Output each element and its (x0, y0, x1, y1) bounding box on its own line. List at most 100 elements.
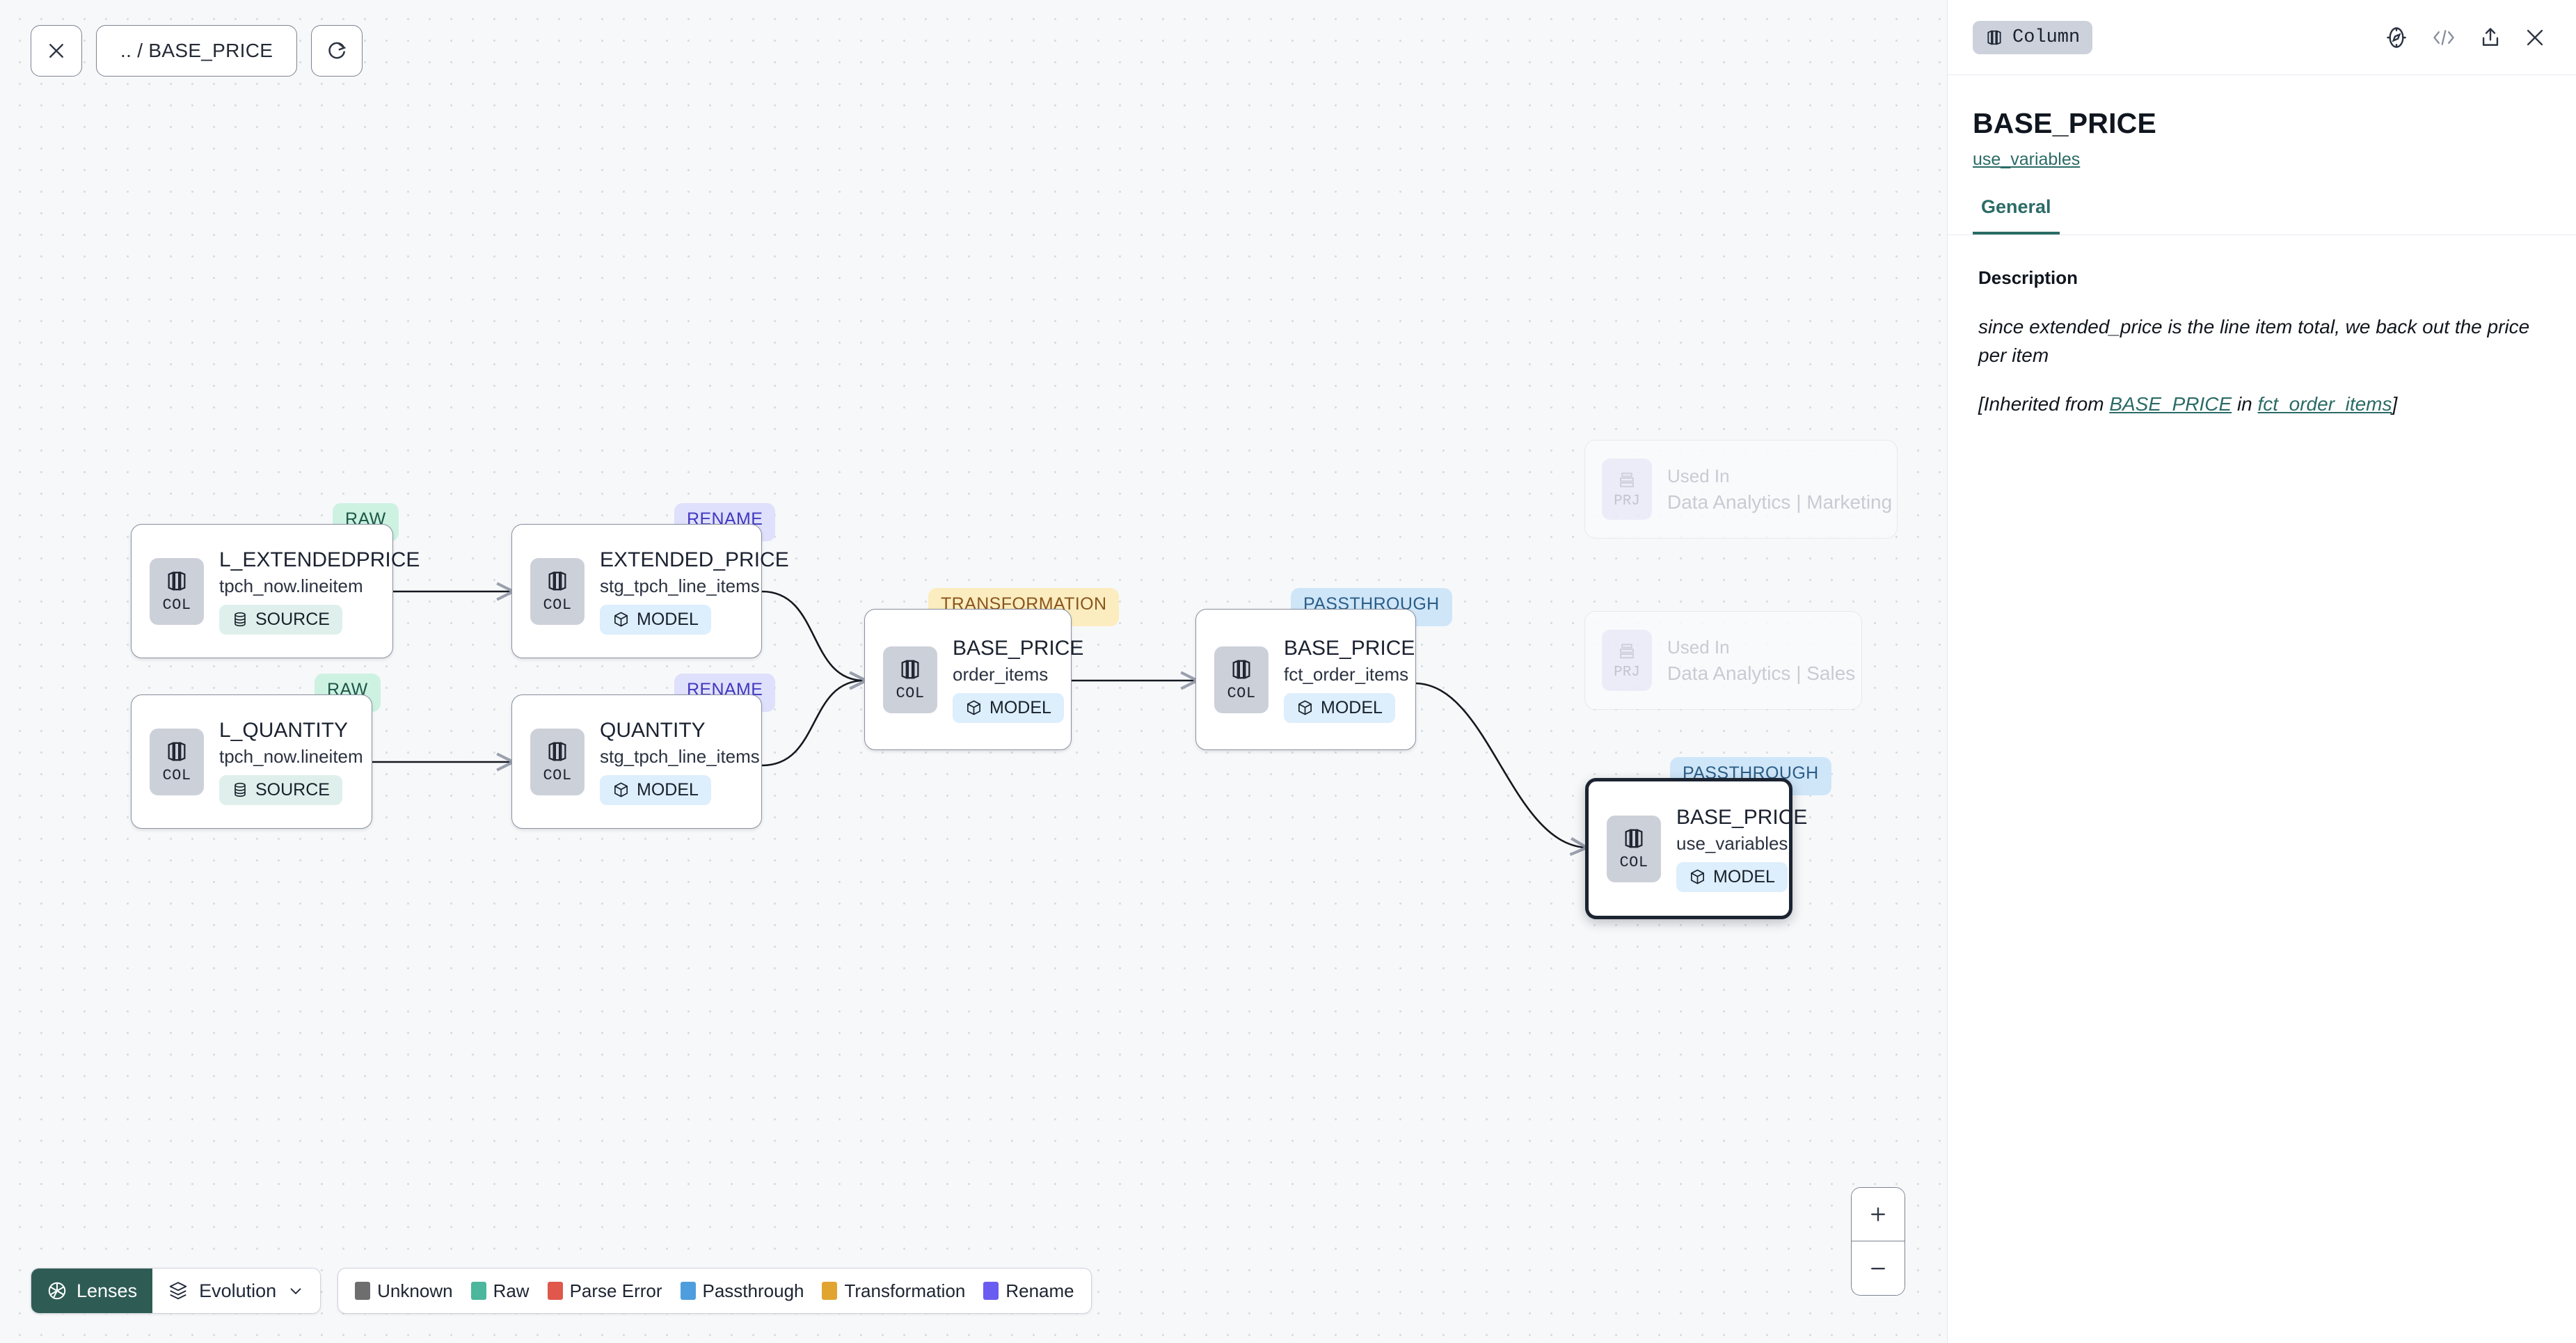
breadcrumb-label: .. / BASE_PRICE (120, 40, 273, 61)
inherited-note: [Inherited from BASE_PRICE in fct_order_… (1978, 390, 2543, 418)
close-icon (49, 44, 63, 58)
node-base-price-fct-order-items[interactable]: COL BASE_PRICE fct_order_items MODEL (1195, 609, 1416, 750)
share-button[interactable] (2479, 25, 2502, 50)
breadcrumb-path-button[interactable]: .. / BASE_PRICE (96, 25, 298, 77)
canvas-bottom-bar: Lenses Evolution Unknown Raw (31, 1268, 1092, 1314)
lenses-control-group: Lenses Evolution (31, 1268, 321, 1314)
node-chip-label: MODEL (989, 697, 1051, 717)
node-title: BASE_PRICE (953, 636, 1084, 660)
legend-swatch-passthrough (680, 1282, 696, 1300)
description-text: since extended_price is the line item to… (1978, 316, 2530, 367)
tab-general[interactable]: General (1973, 196, 2060, 235)
entity-kind-badge: Column (1973, 20, 2093, 54)
cube-icon (614, 612, 628, 627)
legend-label: Raw (493, 1280, 530, 1301)
node-base-price-use-variables[interactable]: COL BASE_PRICE use_variables MODEL (1585, 778, 1807, 919)
node-extended-price[interactable]: COL EXTENDED_PRICE stg_tpch_line_items M… (511, 524, 789, 658)
inherited-column-link[interactable]: BASE_PRICE (2109, 392, 2232, 415)
inherited-model-link[interactable]: fct_order_items (2257, 392, 2392, 415)
legend-item-parse-error[interactable]: Parse Error (547, 1280, 662, 1302)
node-title: BASE_PRICE (1284, 636, 1415, 660)
columns-icon (168, 742, 186, 761)
details-panel-header: Column (1948, 0, 2576, 75)
explore-button[interactable] (2384, 25, 2409, 50)
legend-item-transformation[interactable]: Transformation (822, 1280, 965, 1302)
node-l-quantity[interactable]: COL L_QUANTITY tpch_now.lineitem SOURCE (131, 694, 372, 829)
columns-icon (1232, 660, 1250, 679)
close-button[interactable] (31, 25, 82, 77)
legend-label: Unknown (377, 1280, 453, 1301)
node-chip-source: SOURCE (219, 604, 342, 635)
node-chip-label: SOURCE (255, 609, 330, 629)
project-stack-icon (1620, 472, 1634, 487)
zoom-in-button[interactable] (1852, 1188, 1905, 1241)
legend-item-raw[interactable]: Raw (470, 1280, 530, 1302)
columns-icon (1987, 29, 2001, 45)
node-title: L_EXTENDEDPRICE (219, 548, 420, 571)
node-base-price-order-items[interactable]: COL BASE_PRICE order_items MODEL (864, 609, 1083, 750)
inherited-suffix: ] (2392, 392, 2398, 415)
column-icon-badge: COL (150, 557, 204, 625)
parent-model-link[interactable]: use_variables (1973, 150, 2081, 169)
node-subtitle: tpch_now.lineitem (219, 745, 363, 767)
node-icon-tag: COL (162, 767, 191, 784)
node-chip-label: MODEL (637, 609, 699, 629)
node-l-extendedprice[interactable]: COL L_EXTENDEDPRICE tpch_now.lineitem SO… (131, 524, 420, 658)
ghost-label-project: Data Analytics | Sales (1667, 662, 1856, 684)
ghost-icon-tag: PRJ (1614, 664, 1640, 681)
node-chip-label: SOURCE (255, 779, 330, 800)
cube-icon (967, 700, 980, 715)
ghost-node-used-in-sales[interactable]: PRJ Used In Data Analytics | Sales (1584, 611, 1862, 710)
refresh-button[interactable] (311, 25, 363, 77)
evolution-dropdown[interactable]: Evolution (152, 1269, 321, 1313)
legend-label: Passthrough (702, 1280, 804, 1301)
node-chip-model: MODEL (600, 774, 711, 805)
node-icon-tag: COL (543, 596, 572, 614)
ghost-label-project: Data Analytics | Marketing (1667, 491, 1893, 513)
legend-item-rename[interactable]: Rename (983, 1280, 1074, 1302)
cube-icon (614, 782, 628, 797)
ghost-label-used-in: Used In (1667, 465, 1730, 486)
details-tabs: General (1948, 196, 2576, 235)
edge-to-use-variables (1415, 682, 1585, 848)
ghost-node-used-in-marketing[interactable]: PRJ Used In Data Analytics | Marketing (1584, 440, 1898, 539)
parent-model-link-wrap: use_variables (1948, 140, 2576, 170)
close-panel-button[interactable] (2523, 26, 2547, 49)
node-title: QUANTITY (600, 718, 706, 742)
column-icon-badge: COL (530, 557, 585, 625)
legend-swatch-rename (983, 1282, 999, 1300)
lineage-canvas[interactable]: .. / BASE_PRICE (0, 0, 1947, 1343)
database-icon (234, 782, 246, 797)
legend-item-passthrough[interactable]: Passthrough (680, 1280, 804, 1302)
column-icon-badge: COL (150, 728, 204, 795)
node-subtitle: fct_order_items (1284, 663, 1409, 685)
node-chip-label: MODEL (637, 779, 699, 800)
legend-item-unknown[interactable]: Unknown (355, 1280, 453, 1302)
description-body: since extended_price is the line item to… (1978, 312, 2543, 418)
node-title: EXTENDED_PRICE (600, 548, 789, 571)
node-title: L_QUANTITY (219, 718, 349, 742)
ghost-label-used-in: Used In (1667, 636, 1730, 658)
minus-icon (1871, 1267, 1885, 1269)
compass-icon (2387, 26, 2406, 48)
details-panel: Column (1947, 0, 2576, 1343)
legend-swatch-unknown (355, 1282, 371, 1300)
lenses-button[interactable]: Lenses (31, 1269, 153, 1313)
legend-label: Rename (1005, 1280, 1074, 1301)
node-icon-tag: COL (1227, 685, 1256, 702)
project-icon-badge: PRJ (1602, 630, 1652, 691)
lenses-label: Lenses (77, 1280, 138, 1301)
close-icon (2527, 29, 2543, 45)
legend-label: Parse Error (569, 1280, 662, 1301)
node-icon-tag: COL (543, 767, 572, 784)
project-icon-badge: PRJ (1602, 459, 1652, 520)
database-icon (234, 612, 246, 627)
project-stack-icon (1620, 643, 1634, 658)
node-subtitle: use_variables (1676, 832, 1788, 854)
share-upload-icon (2482, 27, 2499, 46)
view-code-button[interactable] (2430, 25, 2458, 50)
column-icon-badge: COL (530, 728, 585, 795)
node-quantity[interactable]: COL QUANTITY stg_tpch_line_items MODEL (511, 694, 762, 829)
columns-icon (901, 660, 919, 679)
zoom-out-button[interactable] (1852, 1241, 1905, 1295)
